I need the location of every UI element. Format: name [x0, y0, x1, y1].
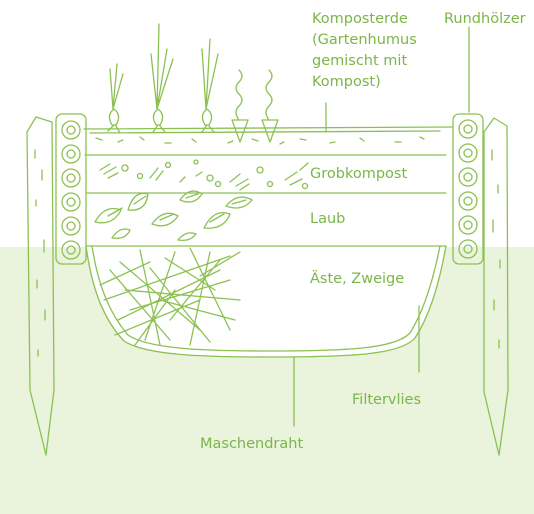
- left-log-stack: [56, 114, 86, 264]
- label-filtervlies: Filtervlies: [352, 390, 421, 411]
- soil-surface-line: [84, 127, 452, 129]
- label-laub: Laub: [310, 209, 345, 230]
- plant-bulbs: [108, 24, 218, 133]
- label-rundhoelzer: Rundhölzer: [444, 9, 526, 30]
- label-maschendraht: Maschendraht: [200, 434, 303, 455]
- label-aeste-zweige: Äste, Zweige: [310, 269, 404, 290]
- label-grobkompost: Grobkompost: [310, 164, 407, 185]
- right-log-stack: [453, 114, 483, 264]
- label-komposterde: Komposterde (Gartenhumus gemischt mit Ko…: [312, 9, 417, 93]
